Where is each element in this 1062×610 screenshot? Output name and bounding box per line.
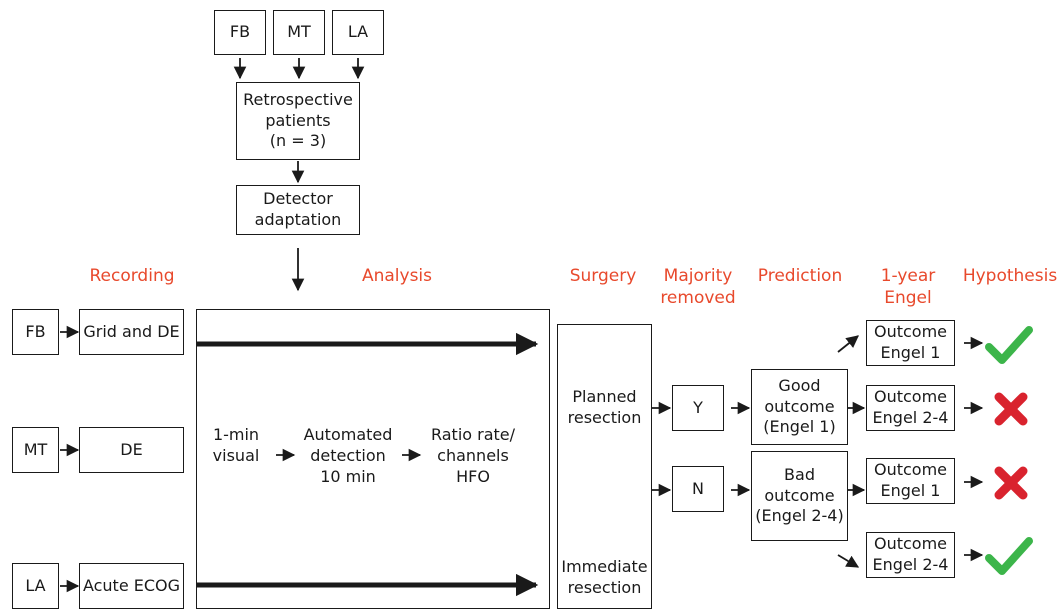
analysis-step-visual: 1-min visual	[212, 425, 260, 465]
detector-adaptation-box: Detector adaptation	[236, 185, 360, 235]
header-majority-removed: Majority removed	[660, 266, 736, 309]
retrospective-patients-box: Retrospective patients (n = 3)	[236, 82, 360, 160]
header-engel: 1-year Engel	[880, 266, 936, 309]
header-analysis: Analysis	[361, 266, 433, 286]
majority-no-box: N	[672, 466, 724, 512]
top-group-fb: FB	[214, 10, 266, 55]
arrow-bad-engel24-diag	[837, 554, 860, 568]
recording-box-mt: DE	[79, 427, 184, 473]
recording-box-la: Acute ECOG	[79, 563, 184, 609]
top-group-la: LA	[332, 10, 384, 55]
arrow-good-engel1-diag	[837, 335, 859, 353]
patient-box-la: LA	[12, 563, 59, 609]
check-mark-icon	[985, 326, 1033, 364]
outcome-engel24-lower: Outcome Engel 2-4	[866, 532, 955, 578]
surgery-immediate-resection: Immediate resection	[561, 557, 648, 597]
outcome-engel24-upper: Outcome Engel 2-4	[866, 385, 955, 431]
recording-box-fb: Grid and DE	[79, 309, 184, 355]
analysis-step-automated: Automated detection 10 min	[303, 425, 393, 486]
top-group-mt: MT	[273, 10, 325, 55]
check-mark-icon	[985, 537, 1033, 575]
header-prediction: Prediction	[757, 266, 843, 286]
header-hypothesis: Hypothesis	[962, 266, 1058, 286]
analysis-step-ratio: Ratio rate/ channels HFO	[430, 425, 516, 486]
header-recording: Recording	[89, 266, 175, 286]
outcome-engel1-upper: Outcome Engel 1	[866, 320, 955, 366]
header-surgery: Surgery	[569, 266, 637, 286]
majority-yes-box: Y	[672, 385, 724, 431]
prediction-bad-box: Bad outcome (Engel 2-4)	[751, 451, 848, 541]
cross-mark-icon	[994, 466, 1028, 500]
patient-box-mt: MT	[12, 427, 59, 473]
analysis-container	[196, 309, 550, 609]
cross-mark-icon	[994, 392, 1028, 426]
patient-box-fb: FB	[12, 309, 59, 355]
prediction-good-box: Good outcome (Engel 1)	[751, 369, 848, 445]
outcome-engel1-lower: Outcome Engel 1	[866, 458, 955, 504]
surgery-container	[557, 324, 652, 609]
surgery-planned-resection: Planned resection	[567, 387, 642, 427]
